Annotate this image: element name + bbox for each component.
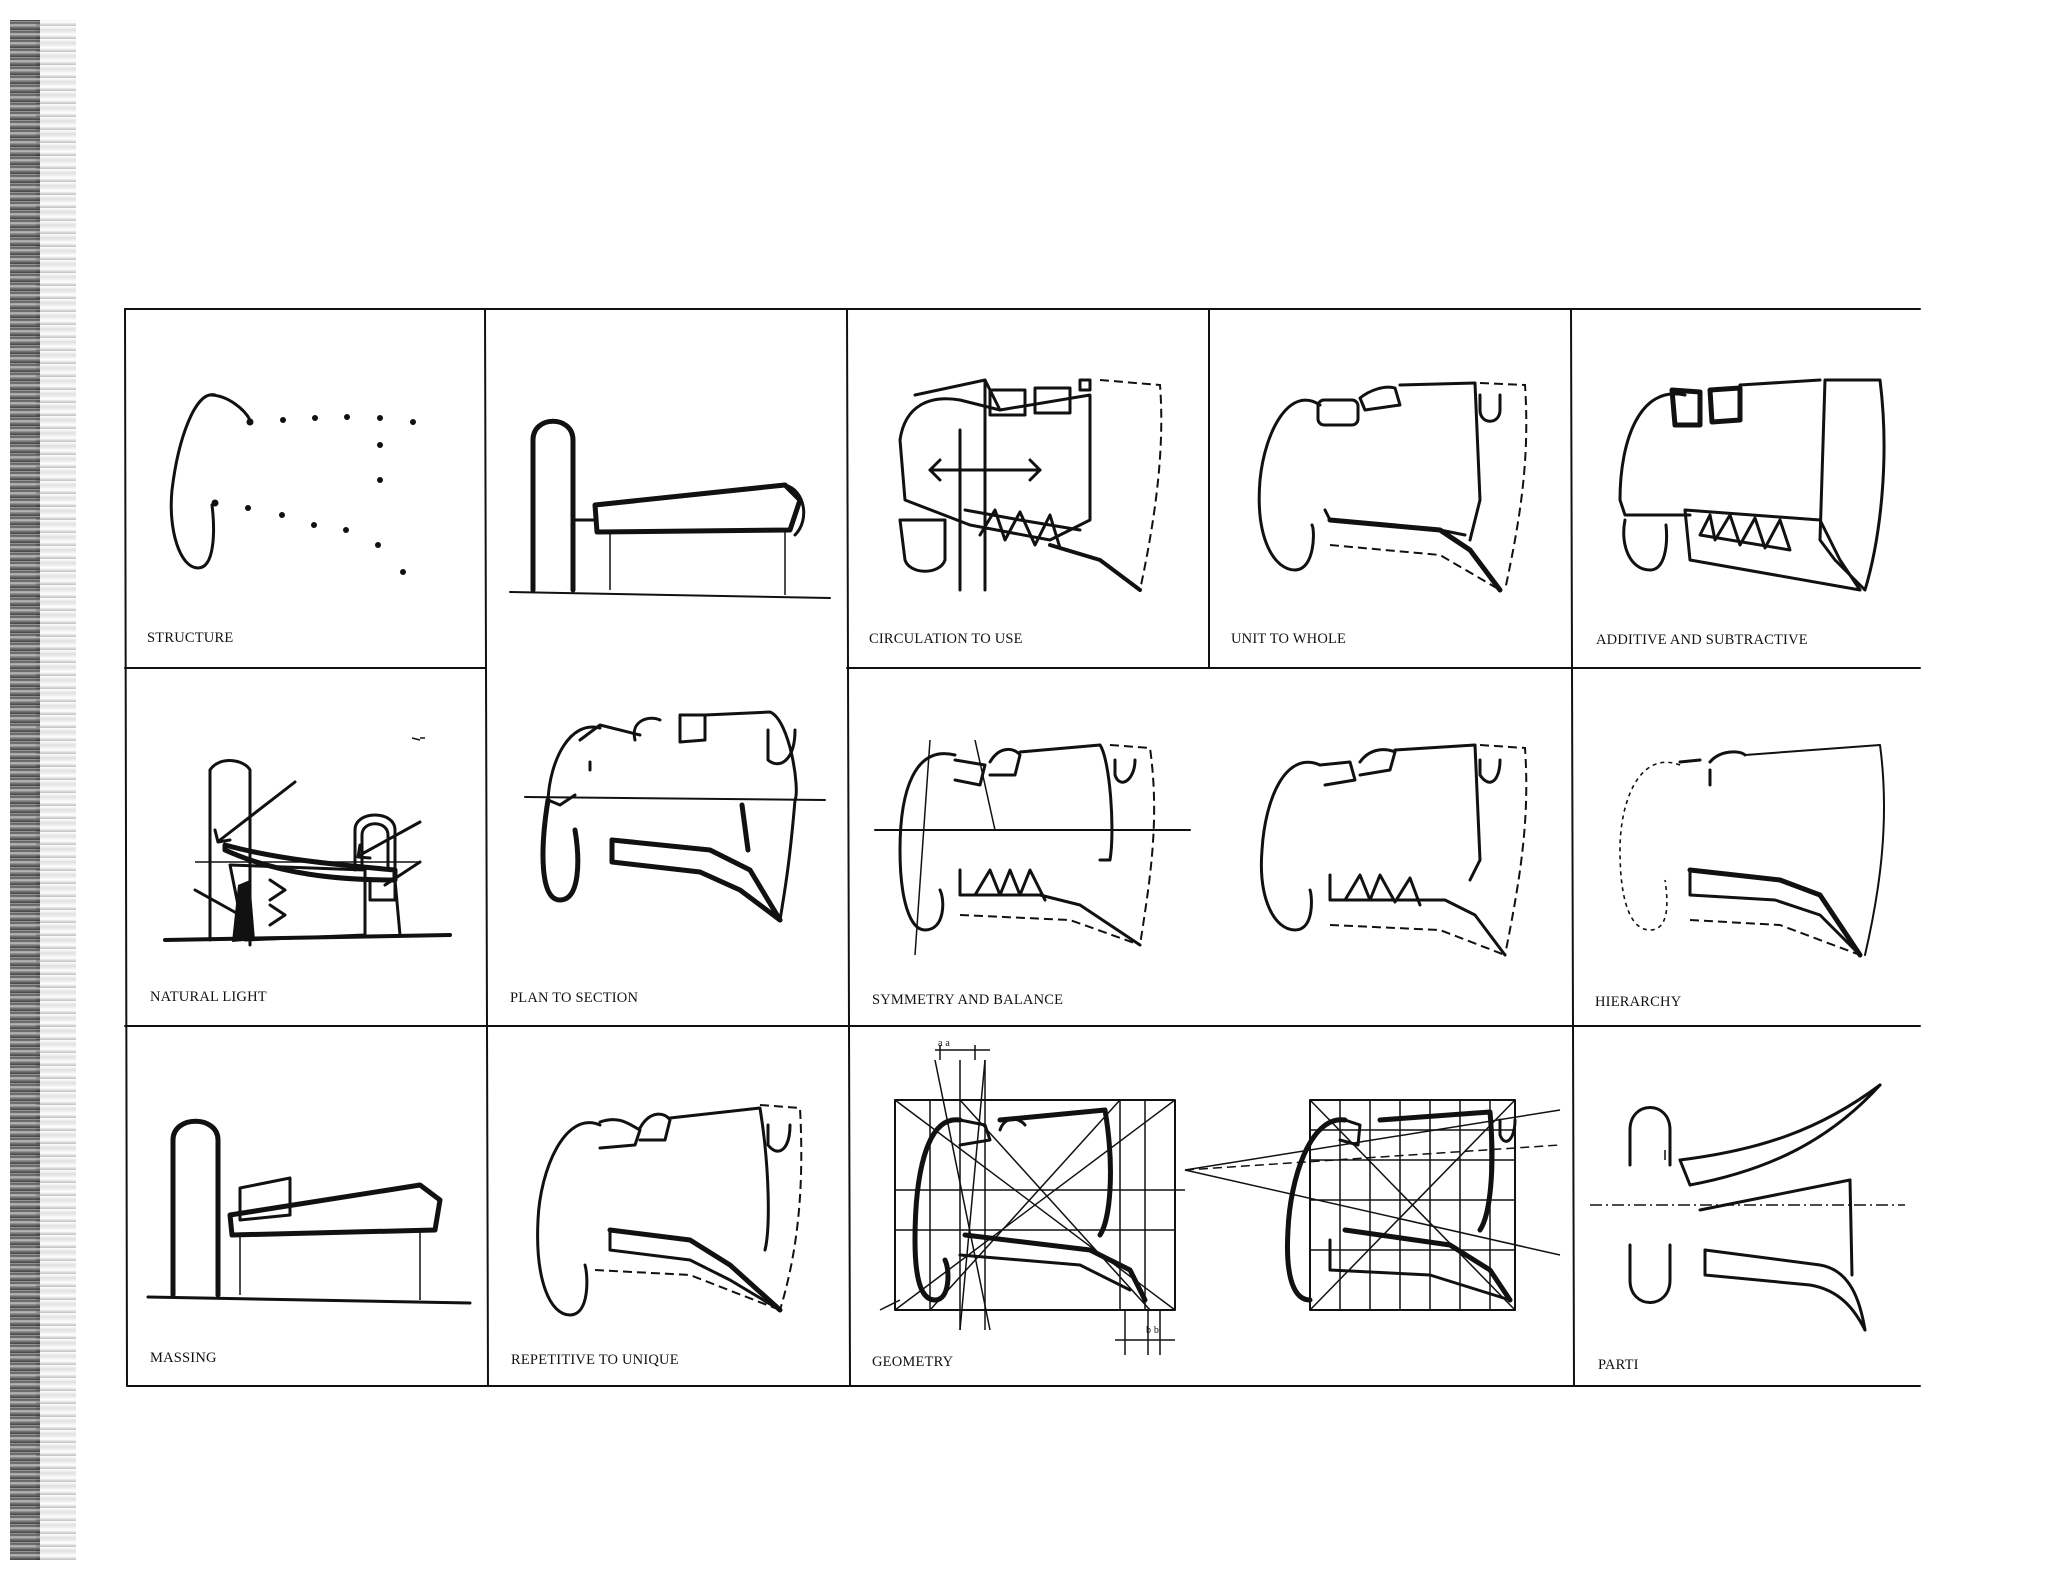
caption-repetitive: REPETITIVE TO UNIQUE: [511, 1352, 679, 1368]
plan-to-section-diagram: [524, 710, 826, 923]
geometry-mark-top: a a: [938, 1038, 950, 1049]
natural-light-diagram: [163, 737, 452, 947]
scan-edge: [10, 20, 40, 1560]
caption-circulation: CIRCULATION TO USE: [869, 631, 1023, 647]
caption-hierarchy: HIERARCHY: [1595, 994, 1682, 1010]
massing-diagram: [146, 1118, 472, 1305]
caption-geometry: GEOMETRY: [872, 1354, 954, 1370]
unit-variant-diagram: [1259, 743, 1528, 957]
caption-natural-light: NATURAL LIGHT: [150, 989, 267, 1005]
caption-unit-to-whole: UNIT TO WHOLE: [1231, 631, 1347, 647]
symmetry-balance-diagram: [874, 739, 1191, 956]
plan-to-section-elevation: [509, 418, 831, 599]
unit-to-whole-diagram: [1257, 381, 1528, 593]
grid-lines: [124, 308, 1921, 1387]
caption-additive: ADDITIVE AND SUBTRACTIVE: [1596, 632, 1808, 648]
caption-massing: MASSING: [150, 1350, 217, 1366]
repetitive-unique-diagram: [536, 1104, 803, 1317]
scan-shadow: [36, 20, 76, 1560]
hierarchy-diagram: [1619, 744, 1886, 958]
caption-parti: PARTI: [1598, 1357, 1639, 1373]
geometry-diagram: [879, 1045, 1561, 1355]
parti-diagram: [1590, 1083, 1905, 1332]
caption-structure: STRUCTURE: [147, 630, 234, 646]
caption-symmetry: SYMMETRY AND BALANCE: [872, 992, 1064, 1008]
geometry-mark-bottom: b b: [1146, 1325, 1160, 1336]
circulation-diagram: [898, 378, 1163, 592]
additive-subtractive-diagram: [1618, 378, 1886, 592]
structure-diagram: [169, 393, 416, 575]
caption-plan-to-section: PLAN TO SECTION: [510, 990, 639, 1006]
